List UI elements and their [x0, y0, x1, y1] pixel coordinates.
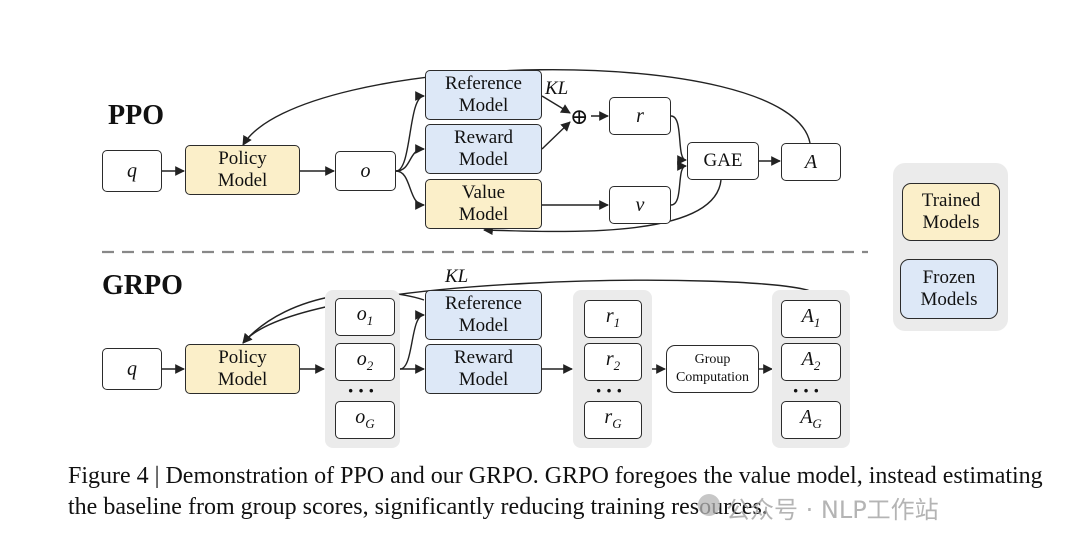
legend-frozen: Frozen Models [900, 259, 998, 319]
grpo-o2-label: o [356, 347, 367, 370]
grpo-a1-label: A [801, 304, 814, 327]
edge-o-reward [395, 144, 425, 172]
grpo-a2-box: A2 [781, 343, 841, 381]
ppo-reference-model: Reference Model [425, 70, 542, 120]
edge-reference-oplus [541, 95, 571, 114]
grpo-rG-label: r [604, 405, 613, 428]
grpo-group-label: Group Computation [675, 352, 750, 385]
legend-trained-label: Trained Models [921, 190, 981, 233]
grpo-oG-sub: G [365, 415, 375, 431]
ppo-o-label: o [360, 160, 371, 182]
ppo-gae-label: GAE [703, 150, 743, 171]
watermark: 公众号 · NLP工作站 [698, 490, 939, 525]
ppo-policy-model: Policy Model [185, 145, 300, 195]
ppo-reward-label: Reward Model [453, 127, 514, 170]
grpo-a1-sub: 1 [813, 314, 821, 330]
grpo-r2-sub: 2 [613, 357, 621, 373]
grpo-o2-box: o2 [335, 343, 395, 381]
ppo-gae-box: GAE [687, 142, 759, 180]
grpo-oG-box: oG [335, 401, 395, 439]
ppo-v-box: v [609, 186, 671, 224]
ppo-a-box: A [781, 143, 841, 181]
edge-a-policy-feedback [242, 68, 811, 146]
grpo-title: GRPO [102, 270, 183, 301]
figure-caption: Figure 4 | Demonstration of PPO and our … [68, 463, 1043, 520]
ppo-title: PPO [108, 100, 164, 131]
ppo-q-box: q [102, 150, 162, 192]
grpo-rewards-ellipsis: ··· [595, 378, 627, 403]
grpo-o1-sub: 1 [366, 312, 374, 328]
edge-gae-value-feedback [483, 179, 722, 236]
watermark-text: 公众号 · NLP工作站 [726, 496, 939, 524]
edge-r-gae [670, 115, 687, 165]
grpo-o2-sub: 2 [366, 357, 374, 373]
edge-o-reference [395, 91, 425, 172]
grpo-advantages-ellipsis: ··· [792, 378, 824, 403]
wechat-icon [698, 494, 720, 516]
grpo-r2-label: r [605, 347, 614, 370]
ppo-v-label: v [635, 194, 645, 216]
edge-grpo-kl-arc [242, 279, 811, 344]
ppo-value-label: Value Model [458, 182, 509, 225]
ppo-r-box: r [609, 97, 671, 135]
legend-frozen-label: Frozen Models [920, 267, 978, 310]
grpo-r1-sub: 1 [613, 314, 621, 330]
grpo-reference-model: Reference Model [425, 290, 542, 340]
edge-reward-oplus [541, 121, 571, 150]
grpo-q-box: q [102, 348, 162, 390]
grpo-reward-model: Reward Model [425, 344, 542, 394]
grpo-oG-label: o [355, 405, 366, 428]
ppo-policy-label: Policy Model [217, 148, 268, 191]
ppo-a-label: A [804, 151, 818, 173]
grpo-a2-label: A [801, 347, 814, 370]
grpo-aG-box: AG [781, 401, 841, 439]
grpo-kl-label: KL [445, 266, 469, 287]
grpo-o1-box: o1 [335, 298, 395, 336]
grpo-reward-label: Reward Model [453, 347, 514, 390]
ppo-q-label: q [127, 160, 137, 182]
grpo-rG-sub: G [612, 415, 622, 431]
ppo-value-model: Value Model [425, 179, 542, 229]
edge-o-value [395, 170, 425, 210]
edge-v-gae [670, 161, 687, 206]
grpo-outputs-ellipsis: ··· [347, 378, 379, 403]
ppo-reference-label: Reference Model [445, 73, 522, 116]
grpo-aG-label: A [800, 405, 813, 428]
ppo-oplus-symbol: ⊕ [570, 104, 589, 129]
grpo-group-computation: Group Computation [666, 345, 759, 393]
ppo-reward-model: Reward Model [425, 124, 542, 174]
grpo-rG-box: rG [584, 401, 642, 439]
legend-trained: Trained Models [902, 183, 1000, 241]
edge-outputs-reference [399, 310, 425, 370]
ppo-o-box: o [335, 151, 396, 191]
grpo-policy-model: Policy Model [185, 344, 300, 394]
grpo-o1-label: o [356, 302, 367, 325]
grpo-r1-box: r1 [584, 300, 642, 338]
grpo-policy-label: Policy Model [217, 347, 268, 390]
ppo-r-label: r [636, 105, 644, 127]
ppo-kl-label: KL [545, 78, 569, 99]
grpo-a1-box: A1 [781, 300, 841, 338]
grpo-r1-label: r [605, 304, 614, 327]
grpo-reference-label: Reference Model [445, 293, 522, 336]
grpo-q-label: q [127, 358, 137, 380]
grpo-a2-sub: 2 [813, 357, 821, 373]
grpo-r2-box: r2 [584, 343, 642, 381]
grpo-aG-sub: G [812, 415, 822, 431]
